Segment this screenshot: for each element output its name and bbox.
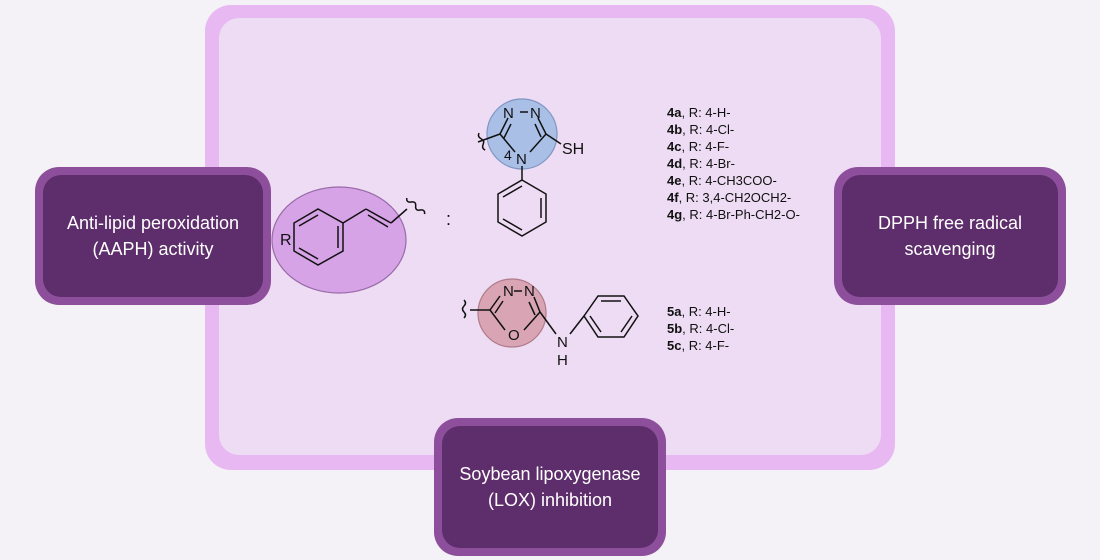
scaffold-bonds <box>293 197 426 266</box>
compound-substituent: , R: 4-CH3COO- <box>681 173 777 188</box>
compound-4c: 4c, R: 4-F- <box>667 138 800 155</box>
oxadiazole-o-label: O <box>508 327 520 344</box>
triazole-bond-c3-n4 <box>499 133 516 153</box>
compound-id: 4c <box>667 139 682 154</box>
compound-substituent: , R: 3,4-CH2OCH2- <box>678 190 792 205</box>
compound-list-4: 4a, R: 4-H-4b, R: 4-Cl-4c, R: 4-F-4d, R:… <box>667 104 800 223</box>
oxadiazole-structure: N N O N H <box>461 278 639 369</box>
oxadiazole-bonds <box>461 290 639 338</box>
scaffold-vinyl-double-inner <box>367 214 389 228</box>
compound-id: 5c <box>667 338 682 353</box>
scaffold-wavy-bond <box>405 197 426 215</box>
oxadiazole-bond-c2-n3 <box>489 295 501 311</box>
scaffold-r-label: R <box>280 232 292 249</box>
compound-id: 4d <box>667 156 683 171</box>
triazole-bond-n1-c5 <box>537 117 547 135</box>
oxadiazole-bond-n4-c5-inner <box>528 301 536 316</box>
oxadiazole-bond-n4-c5 <box>533 296 541 313</box>
activity-lox-box: Soybean lipoxygenase (LOX) inhibition <box>434 418 666 556</box>
compound-4e: 4e, R: 4-CH3COO- <box>667 172 800 189</box>
compound-id: 4a <box>667 105 682 120</box>
oxadiazole-phenyl-double-3 <box>589 315 602 333</box>
scaffold-separator: : <box>446 209 451 229</box>
triazole-phenyl-double-2 <box>502 218 523 231</box>
scaffold-vinyl-bond-1 <box>342 208 367 224</box>
compound-substituent: , R: 4-H- <box>681 105 731 120</box>
triazole-bond-c5-n4 <box>529 133 547 153</box>
compound-list-5: 5a, R: 4-H-5b, R: 4-Cl-5c, R: 4-F- <box>667 303 734 354</box>
scaffold-highlight <box>271 186 407 294</box>
compound-id: 4f <box>667 190 679 205</box>
oxadiazole-bond-c2-o <box>489 309 506 331</box>
scaffold-attach-bond <box>390 208 408 224</box>
oxadiazole-c-nh-bond <box>539 311 557 335</box>
oxadiazole-n4-label: N <box>524 283 535 300</box>
triazole-bond-c3-n2-inner <box>503 123 512 139</box>
activity-dpph-box: DPPH free radical scavenging <box>834 167 1066 305</box>
compound-substituent: , R: 4-F- <box>681 338 730 353</box>
scaffold-phenyl-double-3 <box>298 214 319 227</box>
triazole-wavy-bond <box>477 132 486 151</box>
triazole-n2-label: N <box>503 105 514 122</box>
compound-5c: 5c, R: 4-F- <box>667 337 734 354</box>
compound-4d: 4d, R: 4-Br- <box>667 155 800 172</box>
compound-substituent: , R: 4-H- <box>681 304 731 319</box>
compound-substituent: , R: 4-Br-Ph-CH2-O- <box>682 207 800 222</box>
oxadiazole-phenyl-ring <box>583 295 639 338</box>
compound-4b: 4b, R: 4-Cl- <box>667 121 800 138</box>
compound-id: 4e <box>667 173 682 188</box>
triazole-phenyl-ring <box>497 179 547 237</box>
scaffold-vinyl-double <box>365 208 392 224</box>
triazole-structure: N N N 4 SH <box>477 98 584 237</box>
triazole-n4-locant: 4 <box>504 147 512 163</box>
oxadiazole-nh-h-label: H <box>557 352 568 369</box>
compound-5a: 5a, R: 4-H- <box>667 303 734 320</box>
triazole-phenyl-double-3 <box>502 185 523 198</box>
oxadiazole-n3-label: N <box>503 283 514 300</box>
triazole-bond-c5-s <box>545 133 562 145</box>
oxadiazole-wavy-bond <box>461 299 467 319</box>
triazole-n4-label: N <box>516 151 527 168</box>
compound-4g: 4g, R: 4-Br-Ph-CH2-O- <box>667 206 800 223</box>
compound-substituent: , R: 4-Br- <box>682 156 735 171</box>
compound-id: 5a <box>667 304 682 319</box>
compound-4a: 4a, R: 4-H- <box>667 104 800 121</box>
activity-lox-label: Soybean lipoxygenase (LOX) inhibition <box>459 464 641 510</box>
oxadiazole-nh-phenyl-bond <box>569 315 585 335</box>
scaffold-phenyl-ring <box>293 208 344 266</box>
activity-lox-face: Soybean lipoxygenase (LOX) inhibition <box>442 426 658 548</box>
compound-id: 4b <box>667 122 683 137</box>
triazole-bond-n1-c5-inner <box>534 123 542 138</box>
oxadiazole-highlight <box>477 278 547 348</box>
triazole-bonds <box>477 111 562 237</box>
triazole-sh-label: SH <box>562 141 584 158</box>
compound-5b: 5b, R: 4-Cl- <box>667 320 734 337</box>
triazole-n1-label: N <box>530 105 541 122</box>
compound-id: 4g <box>667 207 683 222</box>
triazole-bond-c3-n2 <box>499 117 509 135</box>
oxadiazole-bond-c5-o <box>523 311 541 331</box>
oxadiazole-bond-c2-n3-inner <box>494 300 504 314</box>
activity-aaph-label: Anti-lipid peroxidation (AAPH) activity <box>66 213 240 259</box>
cinnamyl-scaffold: R : <box>271 186 451 294</box>
activity-aaph-box: Anti-lipid peroxidation (AAPH) activity <box>35 167 271 305</box>
oxadiazole-nh-n-label: N <box>557 334 568 351</box>
activity-dpph-label: DPPH free radical scavenging <box>877 213 1023 259</box>
compound-substituent: , R: 4-Cl- <box>682 321 735 336</box>
activity-aaph-face: Anti-lipid peroxidation (AAPH) activity <box>43 175 263 297</box>
activity-dpph-face: DPPH free radical scavenging <box>842 175 1058 297</box>
triazole-attach-bond <box>477 133 501 143</box>
scaffold-phenyl-double-2 <box>298 247 319 260</box>
compound-4f: 4f, R: 3,4-CH2OCH2- <box>667 189 800 206</box>
compound-substituent: , R: 4-Cl- <box>682 122 735 137</box>
compound-id: 5b <box>667 321 683 336</box>
compound-substituent: , R: 4-F- <box>681 139 730 154</box>
oxadiazole-phenyl-double-2 <box>620 315 633 333</box>
